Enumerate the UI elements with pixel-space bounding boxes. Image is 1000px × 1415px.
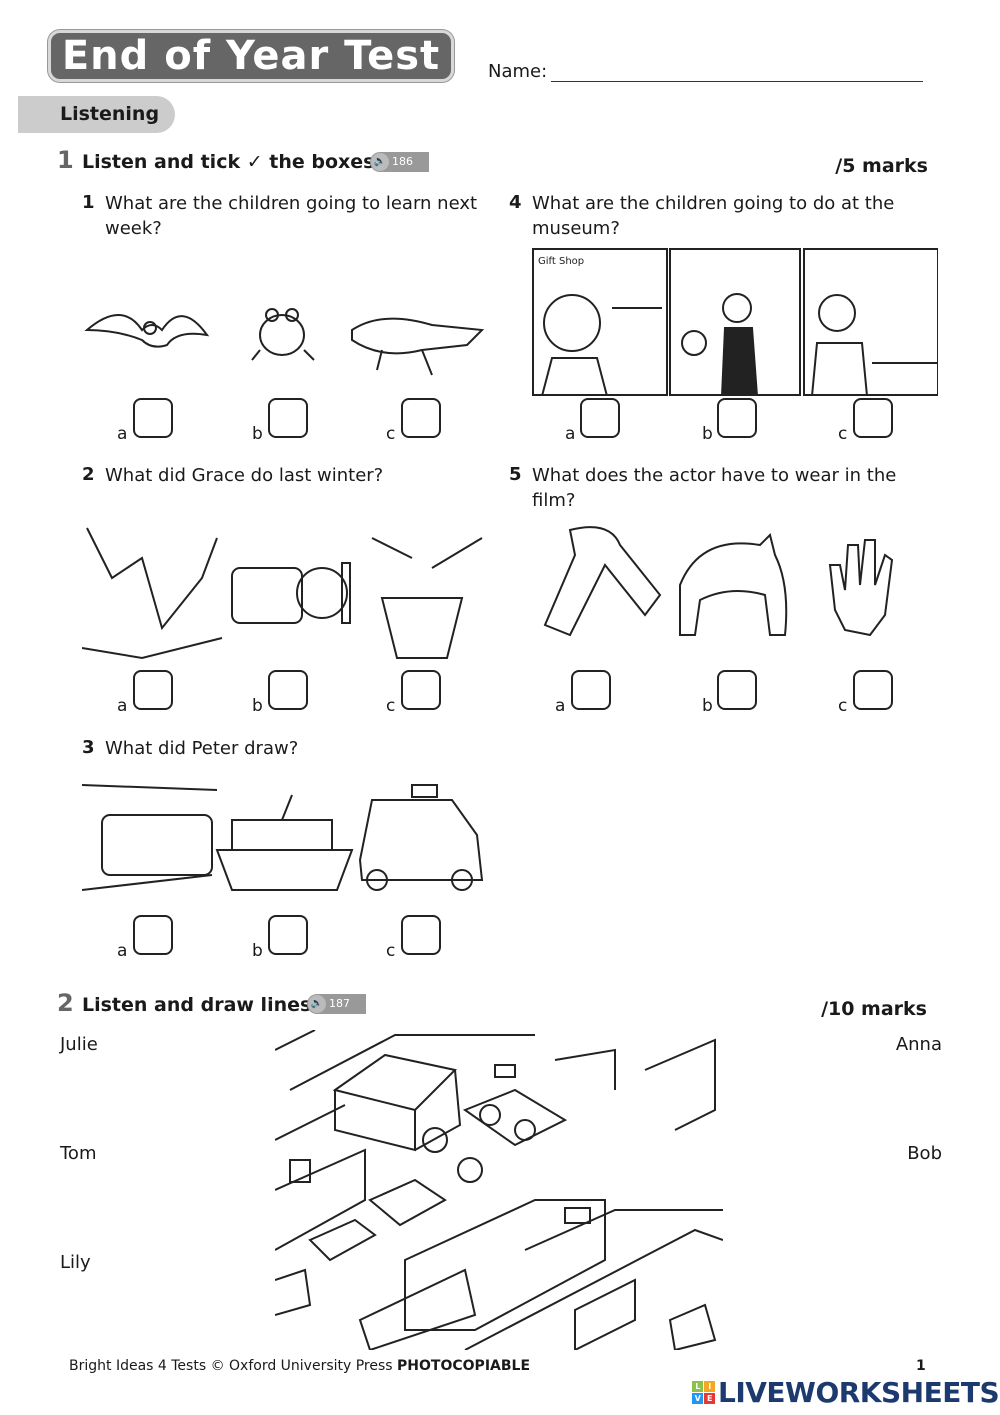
logo-letter: L [692,1381,703,1392]
scarf-picture [543,526,662,637]
option-label: a [117,941,128,961]
option-label: a [565,424,576,444]
footer-credit: Bright Ideas 4 Tests © Oxford University… [69,1358,530,1374]
q3-pictures [82,784,484,891]
museum-guide-picture [669,248,801,396]
wig-picture [679,533,788,636]
q4-checkbox-b[interactable] [717,398,757,438]
q5-pictures [543,526,894,637]
question-number: 4 [509,192,522,213]
audio-track-badge[interactable]: 🔊187 [307,994,366,1014]
question-text: What are the children going to learn nex… [105,193,478,239]
q3-checkbox-a[interactable] [133,915,173,955]
town-picture [275,1030,723,1350]
q2-pictures [82,527,483,660]
option-label: b [702,424,713,444]
question-number: 3 [82,737,95,758]
name-tom[interactable]: Tom [60,1143,97,1164]
exercise-number: 2 [57,989,74,1017]
speaker-icon: 🔊 [371,153,389,171]
q1-checkbox-c[interactable] [401,398,441,438]
section-tab-listening: Listening [18,96,175,133]
planting-picture [371,537,483,659]
q1-pictures [84,308,485,376]
q3-checkbox-b[interactable] [268,915,308,955]
question-number: 5 [509,464,522,485]
q4-pictures: Gift Shop [532,248,938,396]
credit-text: Bright Ideas 4 Tests © Oxford University… [69,1358,393,1374]
q5-checkbox-a[interactable] [571,670,611,710]
q1-checkbox-b[interactable] [268,398,308,438]
folding-clothes-picture [82,527,223,660]
q4-checkbox-a[interactable] [580,398,620,438]
brand-text: LIVEWORKSHEETS [718,1376,1000,1409]
track-number: 186 [392,155,413,168]
exercise-instruction: Listen and tick ✓ the boxes. [82,151,382,173]
question-text: What are the children going to do at the… [532,193,895,239]
q2-checkbox-c[interactable] [401,670,441,710]
q2-checkbox-a[interactable] [133,670,173,710]
logo-letter: E [704,1393,715,1404]
speaker-icon: 🔊 [308,995,326,1013]
crocodile-picture [351,317,485,376]
museum-cafe-picture [803,248,938,396]
question-text: What does the actor have to wear in the … [532,465,897,511]
bat-picture [84,314,210,348]
question-text: What did Peter draw? [105,738,299,759]
name-field[interactable] [551,81,923,82]
name-bob[interactable]: Bob [907,1143,942,1164]
ship-picture [215,794,354,891]
option-label: c [838,696,848,716]
option-label: c [386,941,396,961]
question-text: What did Grace do last winter? [105,465,384,486]
option-label: a [117,424,128,444]
name-lily[interactable]: Lily [60,1252,91,1273]
name-label: Name: [488,61,548,82]
option-label: b [252,424,263,444]
exercise-instruction: Listen and draw lines. [82,994,319,1016]
q1-checkbox-a[interactable] [133,398,173,438]
option-label: c [838,424,848,444]
gift-shop-sign: Gift Shop [538,256,584,267]
marks-label: /5 marks [835,155,928,177]
photocopiable-label: PHOTOCOPIABLE [397,1358,531,1374]
gift-shop-picture [532,248,668,396]
question-number: 2 [82,464,95,485]
track-number: 187 [329,997,350,1010]
logo-letter: V [692,1393,703,1404]
name-julie[interactable]: Julie [60,1034,98,1055]
video-camera-picture [231,562,351,624]
name-anna[interactable]: Anna [895,1034,942,1055]
q5-checkbox-b[interactable] [717,670,757,710]
option-label: b [252,696,263,716]
q2-checkbox-b[interactable] [268,670,308,710]
logo-letter: I [704,1381,715,1392]
option-label: a [117,696,128,716]
audio-track-badge[interactable]: 🔊186 [370,152,429,172]
page-number: 1 [916,1358,926,1374]
question-number: 1 [82,192,95,213]
page-title: End of Year Test [48,30,454,82]
taxi-picture [358,784,484,891]
q5-checkbox-c[interactable] [853,670,893,710]
option-label: c [386,424,396,444]
option-label: c [386,696,396,716]
frog-picture [251,308,315,361]
gloves-picture [828,539,894,637]
tram-picture [82,784,218,891]
q3-checkbox-c[interactable] [401,915,441,955]
exercise-number: 1 [57,146,74,174]
q4-checkbox-c[interactable] [853,398,893,438]
marks-label: /10 marks [821,998,927,1020]
option-label: a [555,696,566,716]
option-label: b [252,941,263,961]
option-label: b [702,696,713,716]
